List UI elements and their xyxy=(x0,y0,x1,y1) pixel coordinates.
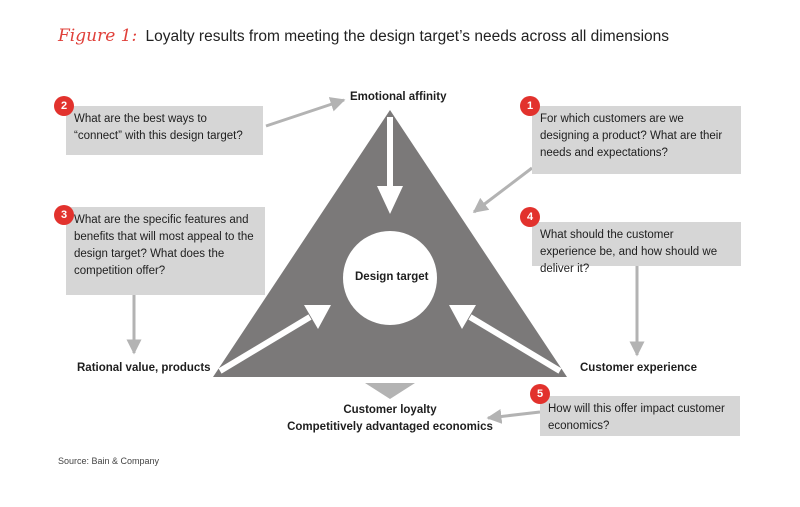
question-badge-5: 5 xyxy=(530,384,550,404)
question-badge-2: 2 xyxy=(54,96,74,116)
question-box-5: How will this offer impact customer econ… xyxy=(540,396,740,436)
label-customer-experience: Customer experience xyxy=(580,362,697,374)
figure-title: Figure 1: Loyalty results from meeting t… xyxy=(58,26,669,46)
label-customer-loyalty: Customer loyalty xyxy=(343,404,437,416)
question-text-4: What should the customer experience be, … xyxy=(540,229,718,275)
question-text-1: For which customers are we designing a p… xyxy=(540,113,723,159)
arrow-top-inward xyxy=(377,117,403,214)
question-text-3: What are the specific features and benef… xyxy=(74,214,254,277)
question-badge-3: 3 xyxy=(54,205,74,225)
design-target-circle xyxy=(343,231,437,325)
question-badge-1: 1 xyxy=(520,96,540,116)
question-box-4: What should the customer experience be, … xyxy=(532,222,741,275)
label-competitive-economics: Competitively advantaged economics xyxy=(287,421,493,433)
arrow-right-inward xyxy=(449,305,562,374)
question-box-1: For which customers are we designing a p… xyxy=(532,106,741,174)
figure-number: Figure 1: xyxy=(58,26,138,46)
question-text-5: How will this offer impact customer econ… xyxy=(548,403,725,432)
connector-q1 xyxy=(472,166,533,214)
source-note: Source: Bain & Company xyxy=(58,456,160,466)
connector-q2 xyxy=(265,97,346,128)
figure-title-text: Loyalty results from meeting the design … xyxy=(145,28,670,45)
connector-q5 xyxy=(486,409,541,424)
question-box-3: What are the specific features and benef… xyxy=(66,207,265,295)
question-box-2: What are the best ways to “connect” with… xyxy=(66,106,263,155)
label-design-target: Design target xyxy=(355,271,429,283)
outcome-chevron xyxy=(365,383,415,399)
label-rational-value: Rational value, products xyxy=(77,362,211,374)
arrow-left-inward xyxy=(218,305,331,374)
question-badge-4: 4 xyxy=(520,207,540,227)
question-text-2: What are the best ways to “connect” with… xyxy=(74,113,243,142)
label-emotional-affinity: Emotional affinity xyxy=(350,91,447,103)
